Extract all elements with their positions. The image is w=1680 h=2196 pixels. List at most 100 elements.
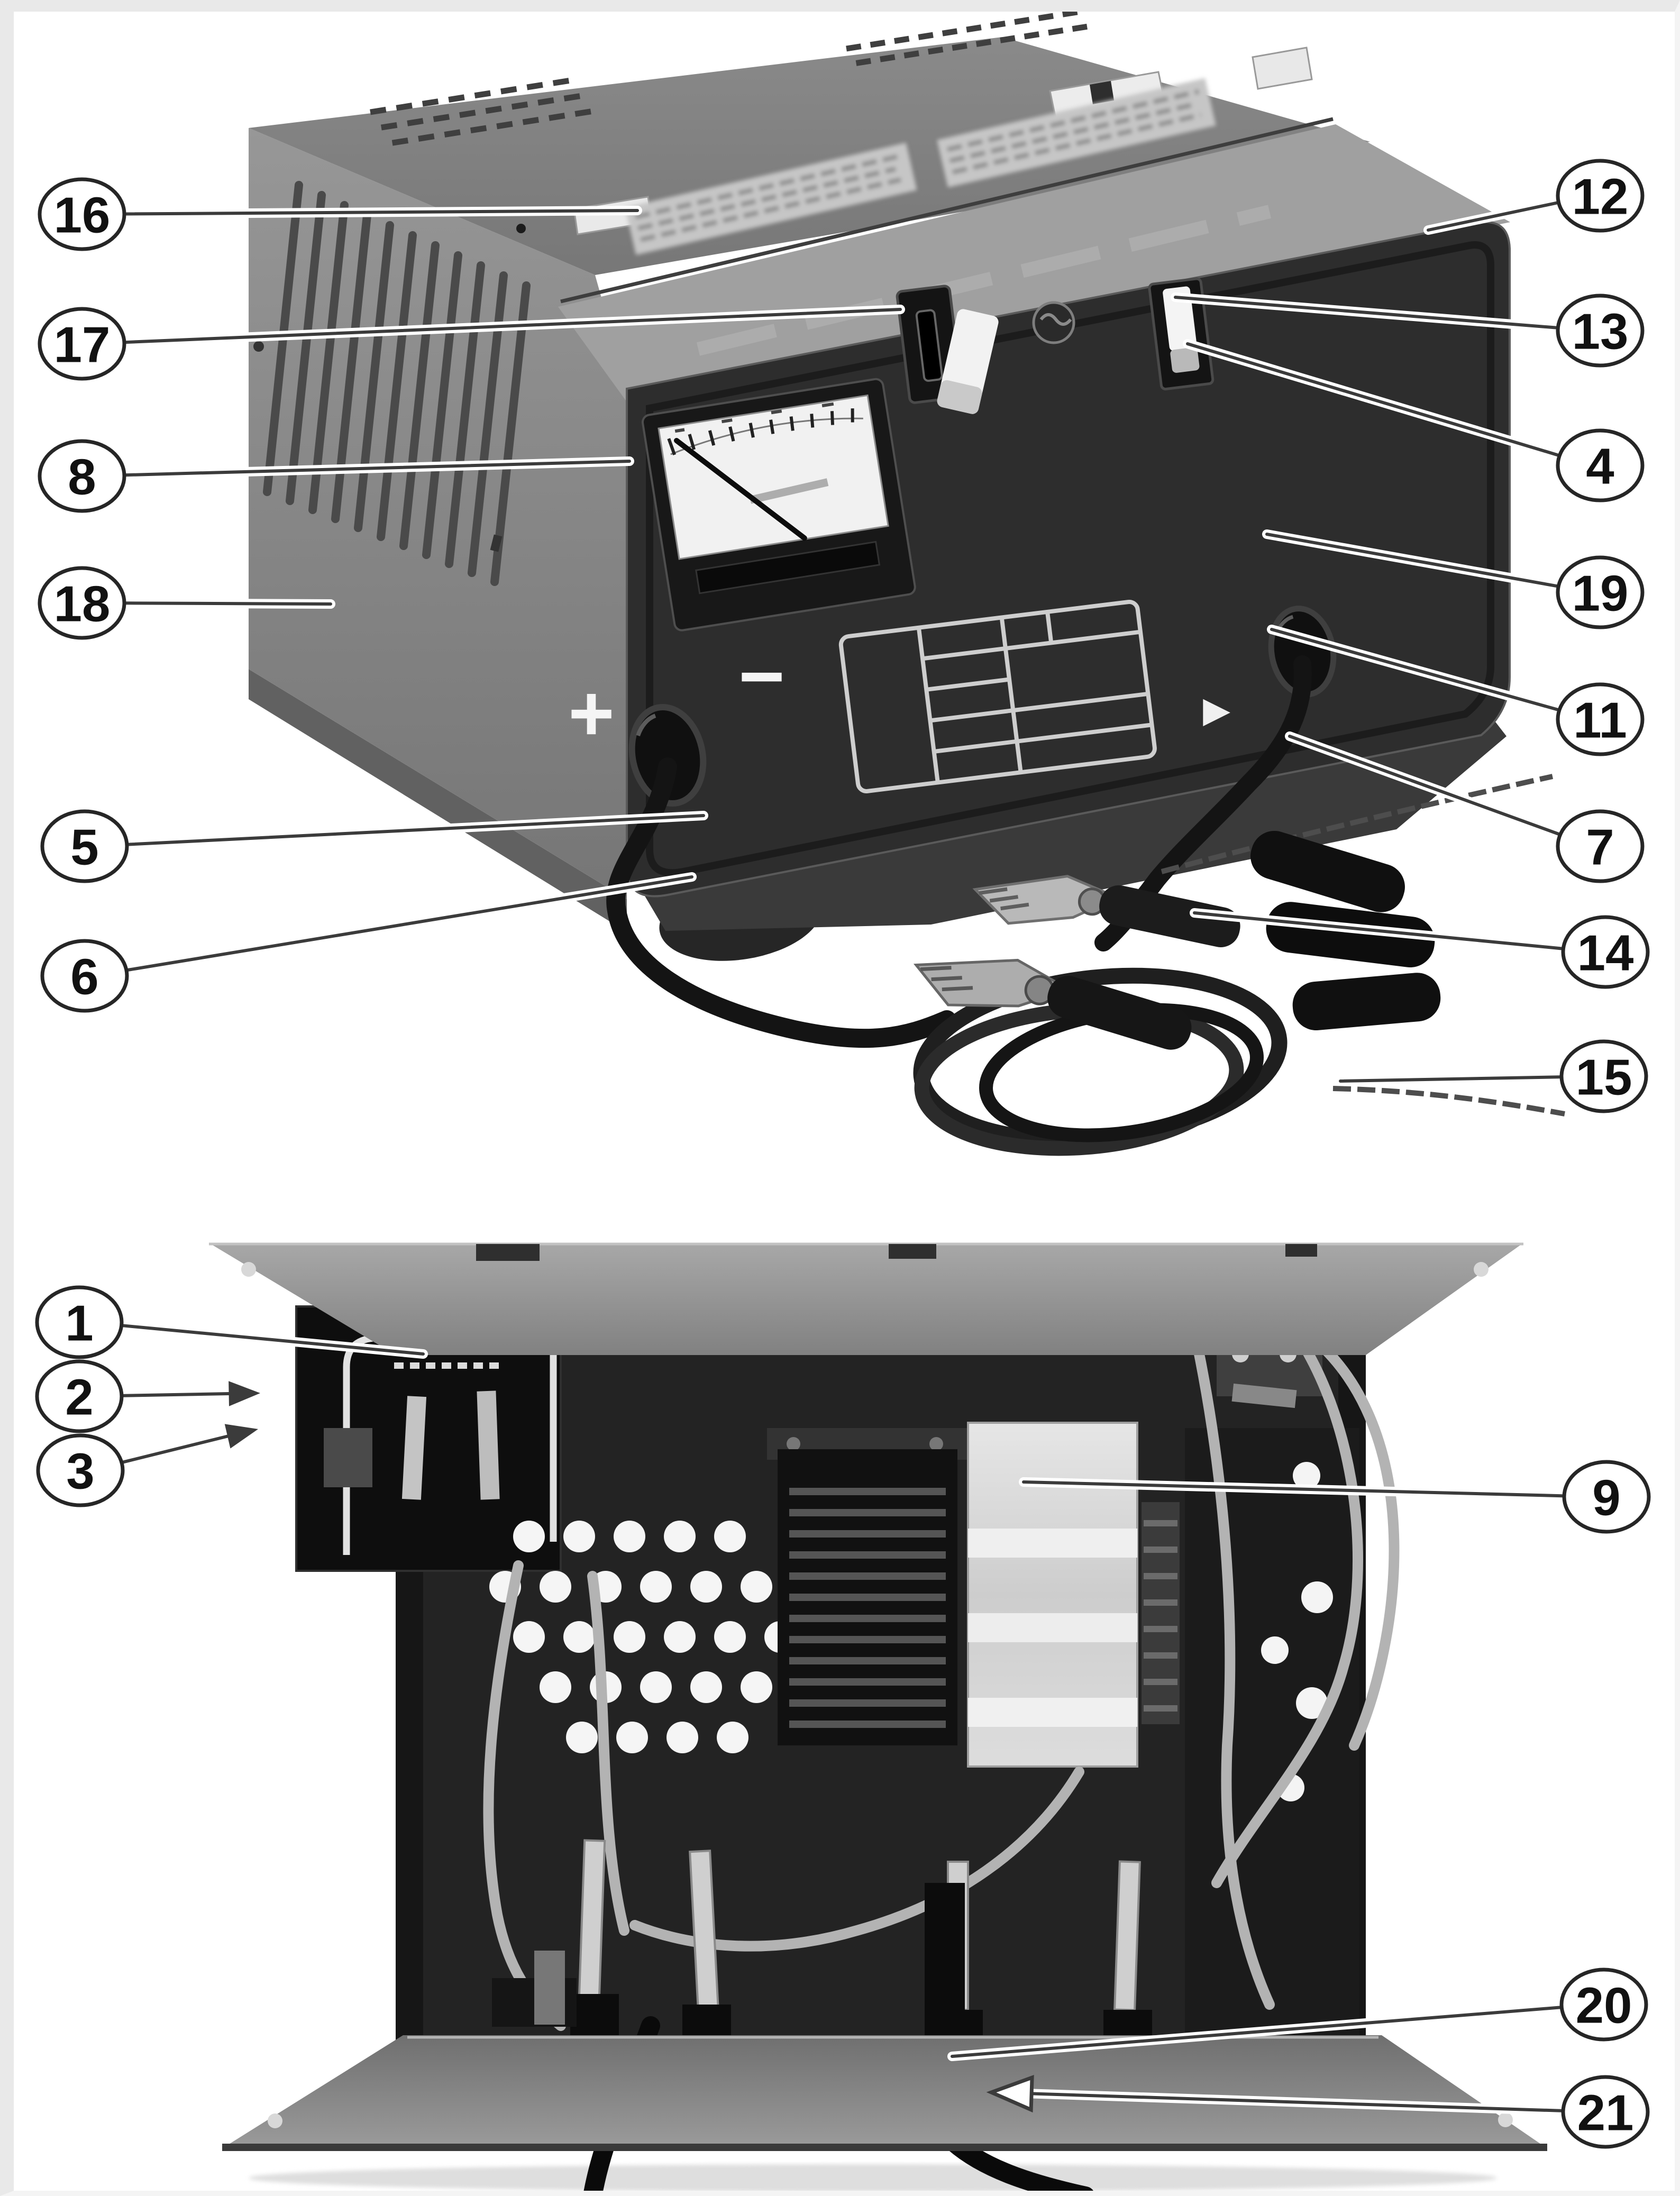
callout-12: 12	[1556, 159, 1645, 233]
meter-face	[658, 394, 889, 560]
callout-11: 11	[1556, 682, 1645, 756]
clamp-handles	[1250, 830, 1441, 1030]
battery-clamp-upper	[972, 875, 1240, 947]
rating-label-plate	[838, 599, 1157, 793]
relay-box	[324, 1428, 372, 1487]
callout-number: 6	[70, 949, 98, 1005]
callout-number: 7	[1586, 819, 1614, 876]
battery-clamp-lower	[913, 958, 1192, 1050]
perforated-plate	[489, 1521, 796, 1753]
cable-grommet-left	[628, 703, 707, 807]
twisted-cord	[1161, 774, 1554, 874]
meter-scale-numbers	[674, 402, 834, 433]
callout-number: 15	[1576, 1049, 1632, 1106]
callout-number: 2	[65, 1369, 93, 1426]
callout-number: 4	[1586, 438, 1614, 495]
meter-ticks	[667, 408, 854, 455]
leader-17	[121, 305, 905, 347]
leader-11	[1267, 625, 1562, 715]
callout-20: 20	[1559, 1968, 1648, 2042]
output-cable-left	[606, 757, 956, 1048]
callout-number: 12	[1572, 169, 1629, 225]
leader-12	[1423, 198, 1562, 235]
bottom-flange	[222, 2035, 1547, 2151]
transformer-windings	[789, 1488, 946, 1728]
callout-19: 19	[1556, 555, 1645, 629]
minus-symbol: −	[738, 632, 785, 720]
leader-18	[121, 598, 335, 609]
callout-number: 21	[1577, 2085, 1634, 2142]
leader-20	[947, 2002, 1565, 2061]
leader-8	[121, 456, 634, 480]
leader-lines	[118, 198, 1567, 2116]
leader-21	[986, 2074, 1566, 2116]
leader-3	[118, 1424, 258, 1467]
callout-number: 5	[70, 819, 98, 876]
callout-9: 9	[1562, 1460, 1651, 1534]
meter-unit-text	[749, 478, 829, 504]
callout-number: 20	[1576, 1978, 1632, 2034]
top-vent-slots	[370, 9, 1088, 146]
callout-3: 3	[36, 1433, 125, 1507]
callout-number: 16	[54, 187, 111, 244]
callout-21: 21	[1561, 2075, 1650, 2149]
screw-dot	[253, 341, 264, 352]
side-panel-holes	[1185, 1428, 1359, 2036]
floor-shadow	[249, 2164, 1497, 2192]
callout-13: 13	[1556, 294, 1645, 368]
transformer	[767, 1428, 968, 1745]
leader-13	[1171, 292, 1561, 333]
charger-external-view: + − ►	[249, 9, 1565, 1156]
leader-arrowhead-21	[986, 2074, 1034, 2113]
leader-16	[121, 206, 642, 219]
callout-2: 2	[35, 1359, 124, 1433]
callout-number: 18	[54, 576, 111, 633]
leader-2	[118, 1381, 260, 1406]
heatsink	[967, 1422, 1138, 1768]
callout-number: 1	[65, 1295, 93, 1352]
callout-14: 14	[1561, 915, 1650, 989]
leader-6	[123, 872, 697, 975]
fuse-right	[477, 1390, 500, 1500]
leader-9	[1019, 1477, 1567, 1501]
leader-15	[1336, 1072, 1565, 1086]
charger-internal-view	[209, 1242, 1547, 2196]
callout-number: 14	[1577, 925, 1634, 982]
callout-4: 4	[1556, 428, 1645, 502]
leader-arrowhead-3	[224, 1424, 258, 1449]
callout-18: 18	[38, 566, 126, 640]
callout-number: 19	[1572, 565, 1629, 622]
callout-6: 6	[40, 939, 129, 1013]
callout-15: 15	[1559, 1039, 1648, 1113]
leader-19	[1262, 529, 1562, 591]
power-switch	[896, 285, 999, 414]
top-flange	[209, 1242, 1523, 1355]
fuse-left	[401, 1396, 427, 1500]
callout-number: 8	[68, 449, 96, 506]
callout-7: 7	[1556, 809, 1645, 883]
leader-4	[1183, 339, 1563, 460]
plus-symbol: +	[568, 669, 615, 757]
callout-17: 17	[38, 307, 126, 381]
warning-label	[625, 78, 1216, 255]
callout-number: 3	[66, 1443, 94, 1500]
leader-7	[1285, 731, 1563, 839]
leader-arrowhead-2	[229, 1381, 260, 1406]
secondary-coil	[1142, 1502, 1180, 1724]
callout-number: 17	[54, 317, 111, 373]
meter-lower-slot	[695, 541, 881, 594]
meter-needle	[674, 437, 807, 541]
case-bottom-shadow	[249, 669, 627, 932]
callout-1: 1	[35, 1285, 124, 1359]
twisted-cord	[1332, 1086, 1565, 1117]
callout-5: 5	[40, 809, 129, 883]
leader-14	[1190, 908, 1566, 954]
callout-16: 16	[38, 177, 126, 251]
output-arrow-symbol: ►	[1194, 685, 1239, 736]
callout-8: 8	[38, 439, 126, 513]
callout-number: 9	[1592, 1470, 1620, 1526]
meter-scale-arc	[670, 417, 863, 455]
callout-number: 13	[1572, 304, 1629, 360]
